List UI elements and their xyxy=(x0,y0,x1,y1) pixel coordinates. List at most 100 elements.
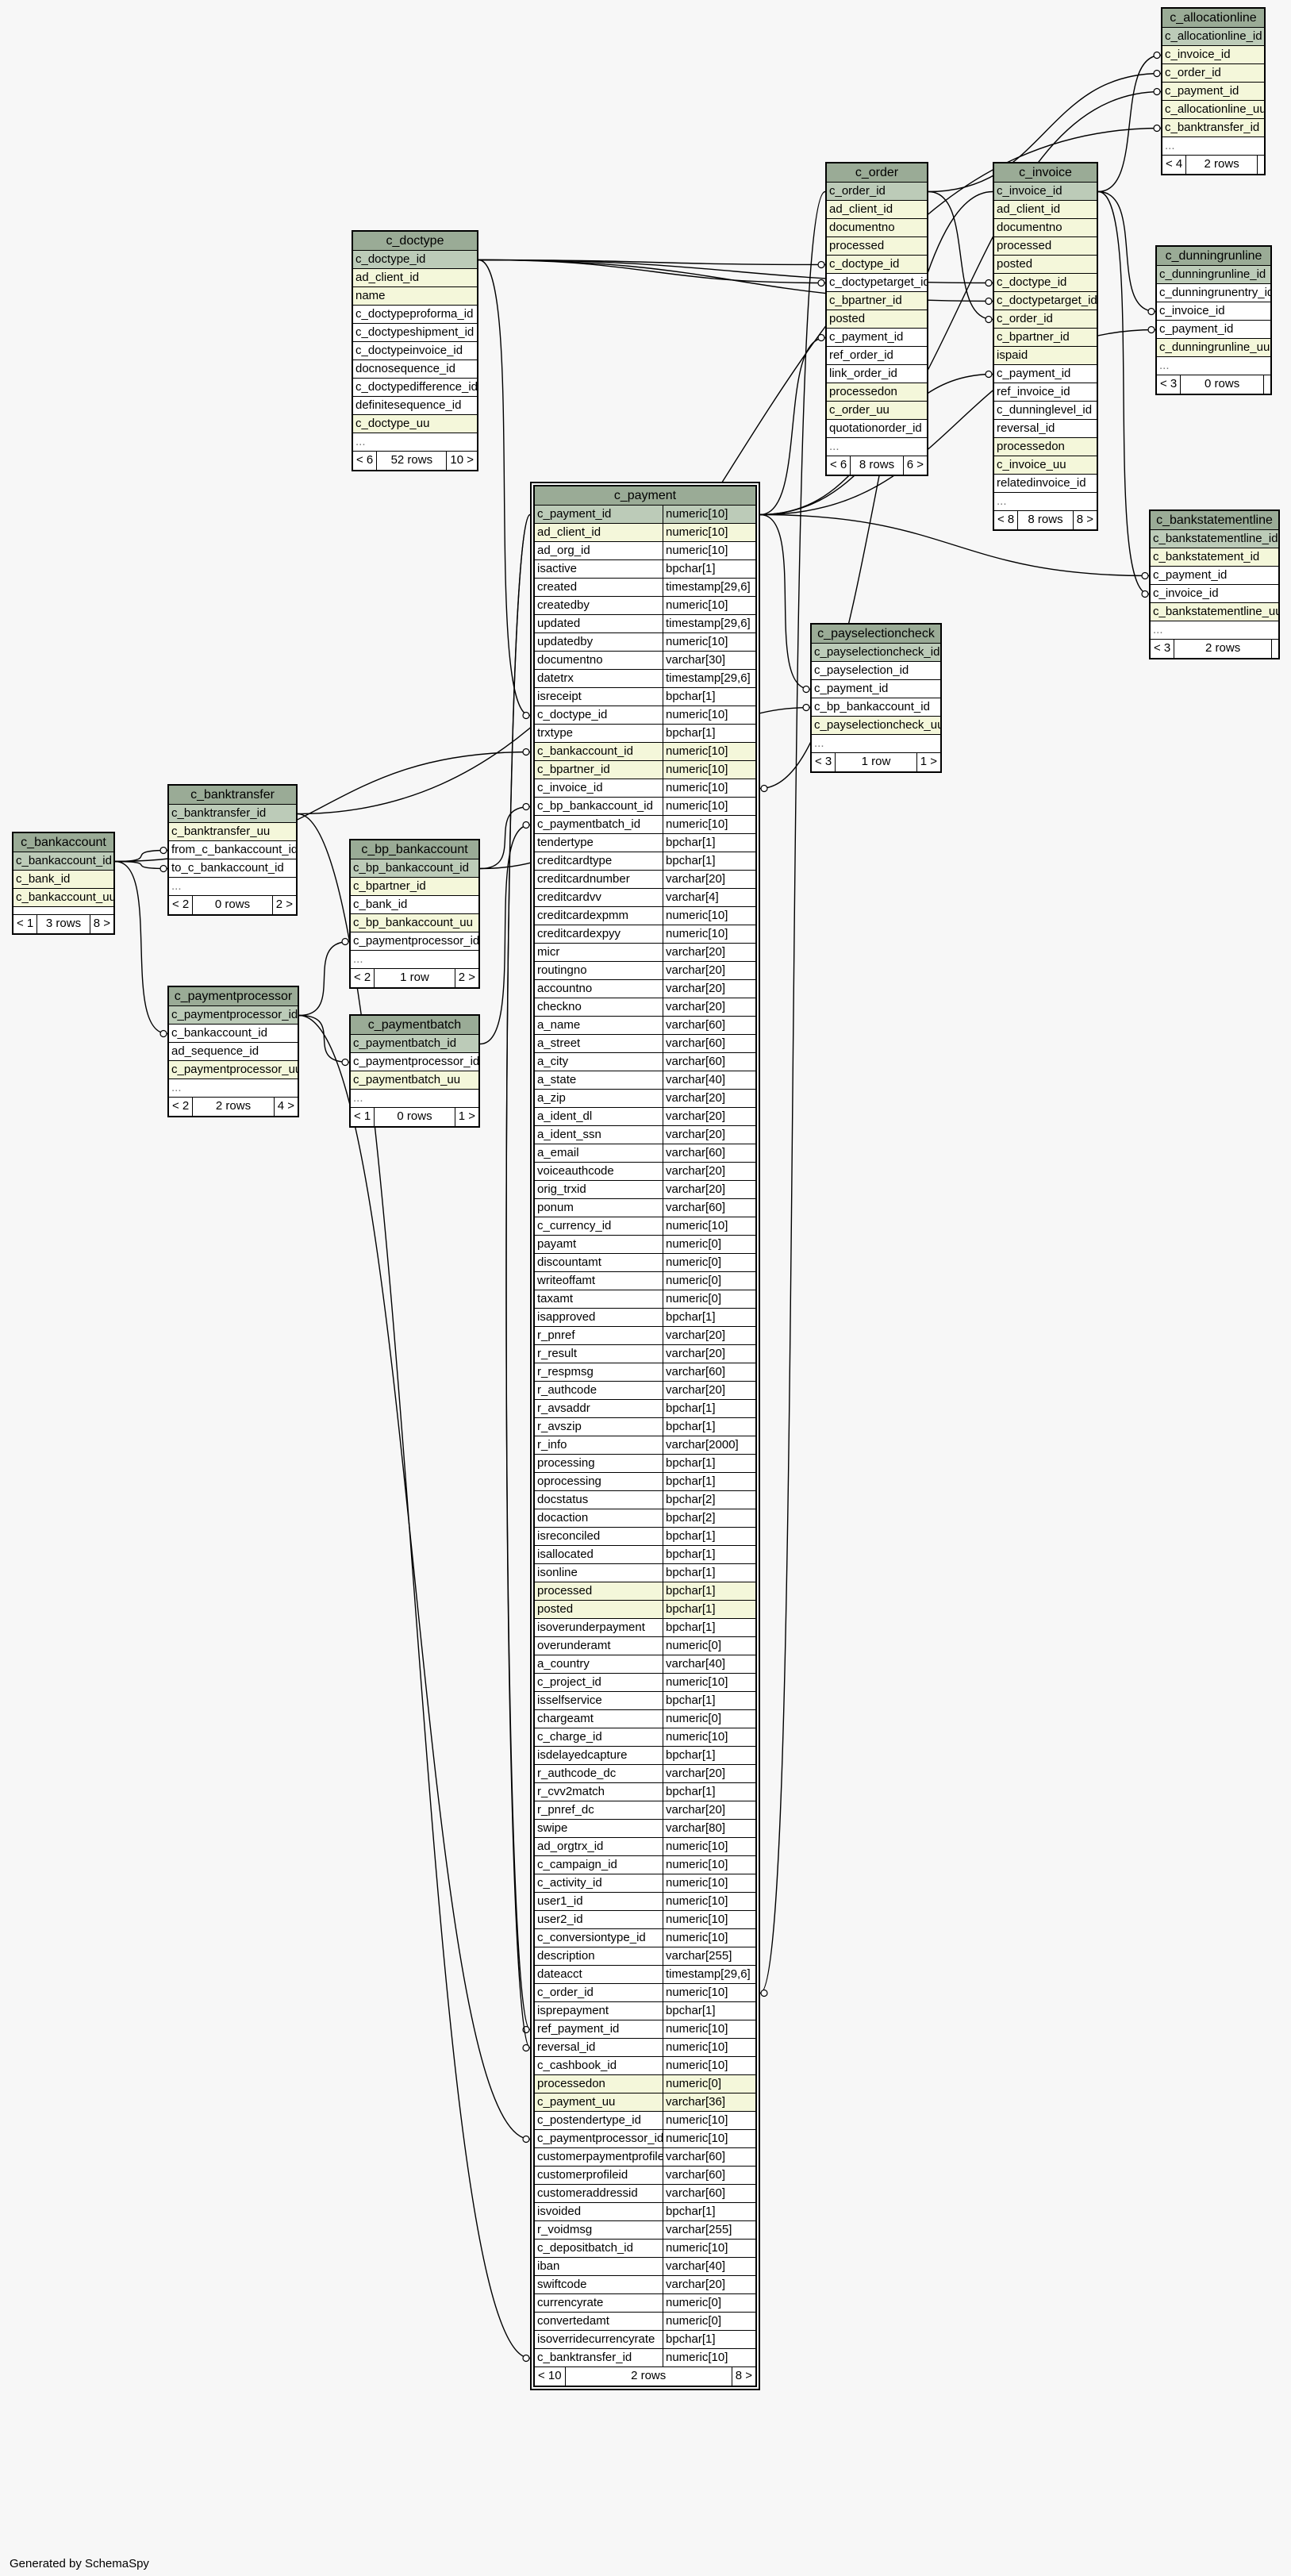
more-columns-row[interactable]: ... xyxy=(353,433,477,452)
column-row-posted[interactable]: posted xyxy=(994,256,1097,274)
relationship-line[interactable] xyxy=(479,805,531,870)
column-row-link-order-id[interactable]: link_order_id xyxy=(827,365,927,383)
relationship-line[interactable] xyxy=(759,513,1150,577)
relationship-line[interactable] xyxy=(759,90,1162,516)
relationship-line[interactable] xyxy=(759,190,993,790)
parents-count[interactable]: < 6 xyxy=(353,452,378,470)
column-row-c-payment-id[interactable]: c_payment_id xyxy=(1157,321,1270,339)
column-row-processedon[interactable]: processedon xyxy=(994,438,1097,456)
column-row-ref-invoice-id[interactable]: ref_invoice_id xyxy=(994,383,1097,402)
more-columns-row[interactable]: ... xyxy=(169,878,296,896)
column-row-c-payment-id[interactable]: c_payment_id xyxy=(1151,567,1278,585)
column-row-c-bp-bankaccount-id[interactable]: c_bp_bankaccount_id xyxy=(351,859,478,878)
row-count[interactable]: 8 rows xyxy=(1018,511,1074,529)
parents-count[interactable]: < 1 xyxy=(351,1108,375,1126)
column-row-c-paymentbatch-uu[interactable]: c_paymentbatch_uu xyxy=(351,1071,478,1090)
column-row-c-dunningrunentry-id[interactable]: c_dunningrunentry_id xyxy=(1157,284,1270,302)
row-count[interactable]: 0 rows xyxy=(193,896,273,914)
column-row-c-doctypetarget-id[interactable]: c_doctypetarget_id xyxy=(994,292,1097,310)
table-title[interactable]: c_allocationline xyxy=(1162,9,1264,28)
row-count[interactable]: 0 rows xyxy=(1181,375,1264,394)
children-count[interactable]: 8 > xyxy=(1076,513,1093,526)
column-row-c-bp-bankaccount-uu[interactable]: c_bp_bankaccount_uu xyxy=(351,914,478,932)
relationship-line[interactable] xyxy=(478,259,826,284)
column-row-c-bankstatementline-uu[interactable]: c_bankstatementline_uu xyxy=(1151,603,1278,621)
column-row-c-dunningrunline-id[interactable]: c_dunningrunline_id xyxy=(1157,266,1270,284)
row-count[interactable]: 3 rows xyxy=(37,915,90,933)
column-row-c-bpartner-id[interactable]: c_bpartner_id xyxy=(351,878,478,896)
column-row-ad-sequence-id[interactable]: ad_sequence_id xyxy=(169,1043,298,1061)
parents-count[interactable]: < 2 xyxy=(169,1098,194,1116)
column-row-c-allocationline-uu[interactable]: c_allocationline_uu xyxy=(1162,101,1264,119)
column-row-c-bankstatementline-id[interactable]: c_bankstatementline_id xyxy=(1151,530,1278,548)
relationship-line[interactable] xyxy=(759,336,826,516)
table-title[interactable]: c_bankaccount xyxy=(13,833,113,852)
column-row-ref-order-id[interactable]: ref_order_id xyxy=(827,347,927,365)
column-row-ad-client-id[interactable]: ad_client_id xyxy=(994,201,1097,219)
column-row-c-invoice-id[interactable]: c_invoice_id xyxy=(1151,585,1278,603)
row-count[interactable]: 2 rows xyxy=(193,1098,275,1116)
column-row-posted[interactable]: posted xyxy=(827,310,927,329)
table-title[interactable]: c_paymentbatch xyxy=(351,1016,478,1035)
children-count[interactable]: 1 > xyxy=(920,755,937,768)
column-row-c-bp-bankaccount-id[interactable]: c_bp_bankaccount_id xyxy=(812,698,940,717)
column-row-c-doctypeproforma-id[interactable]: c_doctypeproforma_id xyxy=(353,306,477,324)
more-columns-row[interactable]: ... xyxy=(169,1079,298,1098)
column-row-c-allocationline-id[interactable]: c_allocationline_id xyxy=(1162,28,1264,46)
column-row-reversal-id[interactable]: reversal_id xyxy=(994,420,1097,438)
column-row-c-doctype-uu[interactable]: c_doctype_uu xyxy=(353,415,477,433)
parents-count[interactable]: < 2 xyxy=(169,896,194,914)
more-columns-row[interactable]: ... xyxy=(1151,621,1278,640)
column-row-ad-client-id[interactable]: ad_client_id xyxy=(353,269,477,287)
children-count[interactable]: 2 > xyxy=(458,971,475,984)
column-row-c-doctypeinvoice-id[interactable]: c_doctypeinvoice_id xyxy=(353,342,477,360)
column-row-documentno[interactable]: documentno xyxy=(994,219,1097,237)
column-row-c-bankaccount-id[interactable]: c_bankaccount_id xyxy=(13,852,113,871)
more-columns-row[interactable]: ... xyxy=(994,493,1097,511)
more-columns-row[interactable]: ... xyxy=(351,951,478,969)
children-count[interactable]: 6 > xyxy=(906,458,924,471)
row-count[interactable]: 1 row xyxy=(375,969,455,987)
relationship-line[interactable] xyxy=(1097,190,1150,595)
column-row-c-payment-id[interactable]: c_payment_id xyxy=(827,329,927,347)
column-row-c-bankstatement-id[interactable]: c_bankstatement_id xyxy=(1151,548,1278,567)
parents-count[interactable]: < 1 xyxy=(13,915,38,933)
